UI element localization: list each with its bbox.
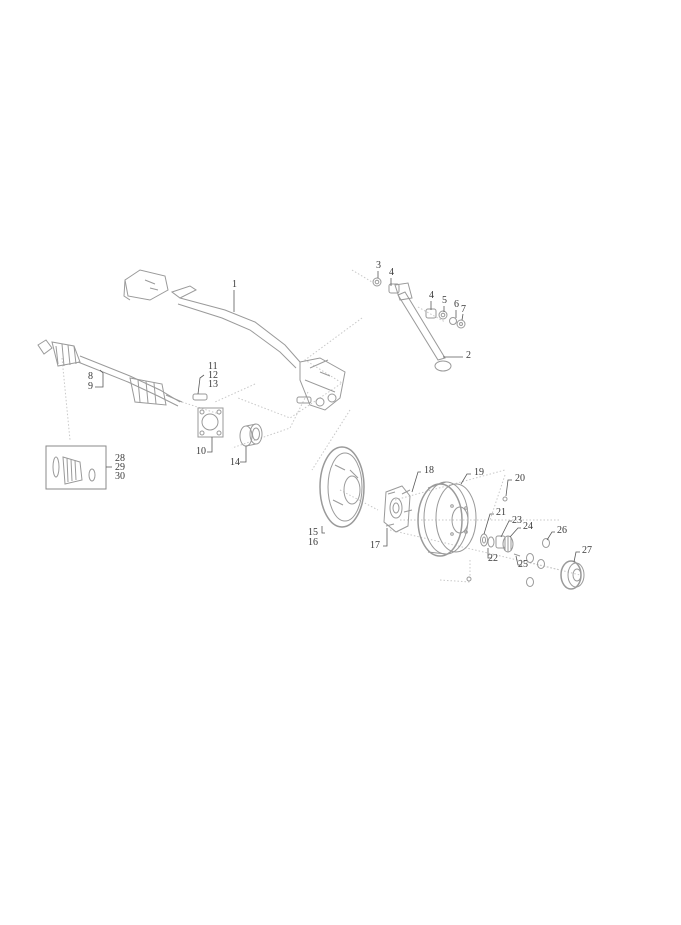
callout-7: 7	[461, 304, 466, 315]
callout-14: 14	[230, 457, 240, 468]
part-17-wheel-hub[interactable]	[383, 485, 411, 533]
callout-29: 29	[115, 462, 125, 473]
part-2-shock-absorber[interactable]	[394, 282, 452, 372]
part-8-9-drive-shaft[interactable]	[37, 339, 183, 407]
part-4-bushing-upper[interactable]	[388, 283, 400, 294]
callout-28: 28	[115, 453, 125, 464]
part-1-axle-beam[interactable]	[123, 269, 346, 411]
part-10-bearing-plate[interactable]	[197, 407, 224, 438]
callout-21: 21	[496, 507, 506, 518]
part-11-13-bolt[interactable]	[192, 393, 208, 401]
part-24-castle-nut[interactable]	[502, 535, 514, 553]
callout-24: 24	[523, 521, 533, 532]
callout-20: 20	[515, 473, 525, 484]
callout-25: 25	[518, 559, 528, 570]
callout-26: 26	[557, 525, 567, 536]
callout-23: 23	[512, 515, 522, 526]
part-15-16-brake-backing-plate[interactable]	[319, 446, 365, 528]
callout-3: 3	[376, 260, 381, 271]
callout-18: 18	[424, 465, 434, 476]
callout-1: 1	[232, 279, 237, 290]
part-6-spring-washer[interactable]	[449, 317, 457, 325]
beam-mounting-bolt[interactable]	[296, 396, 312, 404]
part-25-cotter-pin[interactable]	[513, 553, 521, 557]
part-3-washer[interactable]	[372, 277, 382, 287]
callout-4-lower: 4	[429, 290, 434, 301]
leader-lines	[95, 271, 580, 566]
callout-10: 10	[196, 446, 206, 457]
callout-12: 12	[208, 370, 218, 381]
callout-22: 22	[488, 553, 498, 564]
callout-30: 30	[115, 471, 125, 482]
part-28-30-cv-boot-kit[interactable]	[45, 445, 107, 490]
part-20-screw[interactable]	[502, 496, 508, 502]
callout-13: 13	[208, 379, 218, 390]
part-4-bushing-lower[interactable]	[425, 308, 437, 319]
part-19-brake-drum[interactable]	[417, 481, 477, 557]
part-20-screw-lower[interactable]	[466, 576, 472, 582]
callout-16: 16	[308, 537, 318, 548]
callout-15: 15	[308, 527, 318, 538]
part-7-nut[interactable]	[456, 319, 466, 329]
callout-11: 11	[208, 361, 218, 372]
callout-2: 2	[466, 350, 471, 361]
callout-4-upper: 4	[389, 267, 394, 278]
callout-8: 8	[88, 371, 93, 382]
callout-17: 17	[370, 540, 380, 551]
part-5-washer[interactable]	[438, 310, 448, 320]
callout-6: 6	[454, 299, 459, 310]
callout-19: 19	[474, 467, 484, 478]
part-27-hub-cap[interactable]	[560, 560, 585, 590]
part-21-washer[interactable]	[480, 533, 488, 547]
part-26-wheel-nut[interactable]	[526, 538, 550, 587]
part-14-bearing[interactable]	[239, 423, 263, 447]
callout-5: 5	[442, 295, 447, 306]
part-22-washer[interactable]	[487, 536, 495, 548]
callout-27: 27	[582, 545, 592, 556]
part-18-wheel-stud[interactable]	[385, 489, 413, 527]
callout-9: 9	[88, 381, 93, 392]
